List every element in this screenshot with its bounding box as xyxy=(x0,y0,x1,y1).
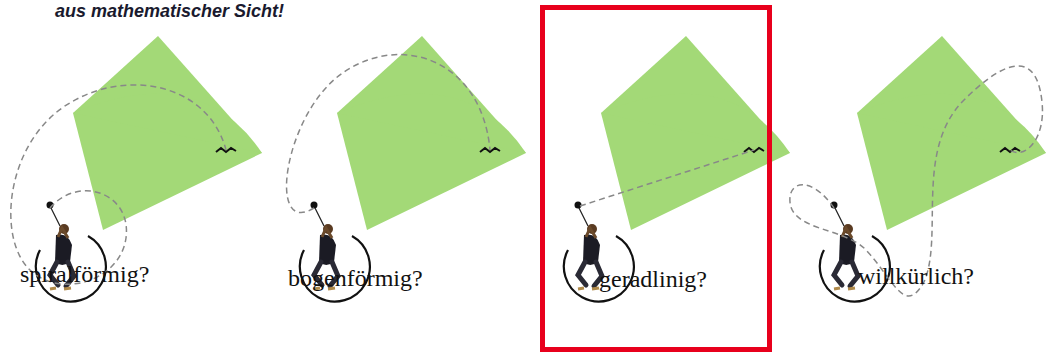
heading: aus mathematischer Sicht! xyxy=(55,1,284,21)
trajectory-spiral xyxy=(11,85,226,284)
option-label: spiralförmig? xyxy=(20,260,149,288)
option-label: willkürlich? xyxy=(858,262,974,290)
option-label: bogenförmig? xyxy=(288,264,423,292)
trajectory-straight xyxy=(580,150,754,206)
option-label: geradlinig? xyxy=(599,265,707,293)
trajectory-random xyxy=(790,66,1043,296)
trajectory-arc xyxy=(287,55,490,213)
highlight-frame: geradlinig? xyxy=(540,5,772,352)
